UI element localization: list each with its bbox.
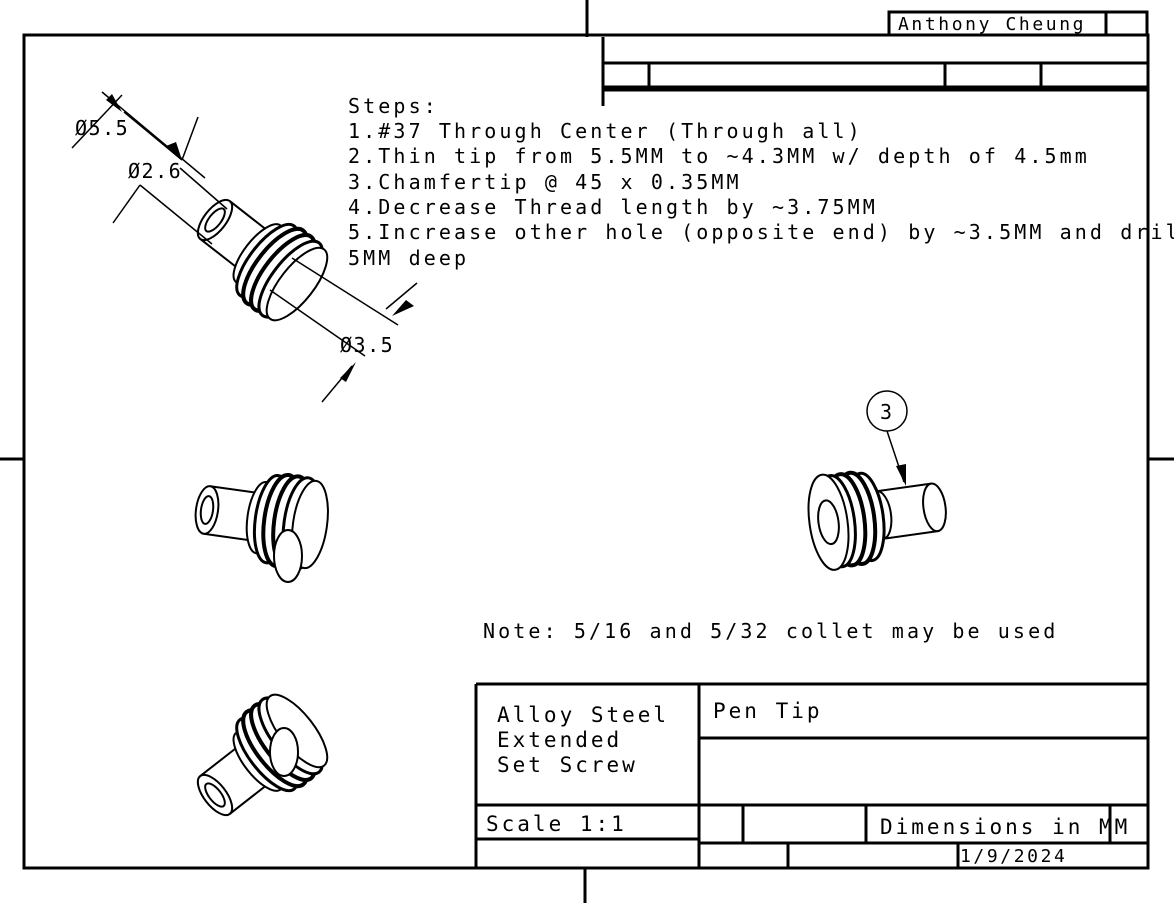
step-line: 4.Decrease Thread length by ~3.75MM <box>348 195 878 219</box>
isometric-view-bottom <box>176 682 341 841</box>
part-name: Pen Tip <box>713 699 823 723</box>
dimension-arrows <box>106 94 414 382</box>
steps-heading: Steps: <box>348 94 439 118</box>
dimension-lines <box>71 91 418 403</box>
material-line: Alloy Steel <box>497 703 669 727</box>
bottom-title-block <box>474 682 1148 868</box>
author-name: Anthony Cheung <box>898 14 1086 35</box>
top-title-block <box>601 10 1149 106</box>
item-balloon <box>866 390 908 486</box>
step-line: 2.Thin tip from 5.5MM to ~4.3MM w/ depth… <box>348 144 1090 168</box>
isometric-view-face <box>801 456 955 575</box>
scale-label: Scale 1:1 <box>486 812 627 836</box>
dimension-outer-diameter: Ø5.5 <box>75 116 129 140</box>
dimension-inner-diameter: Ø2.6 <box>128 159 182 183</box>
steps-note: Steps: 1.#37 Through Center (Through all… <box>348 94 1174 270</box>
step-line: 5.Increase other hole (opposite end) by … <box>348 220 1174 244</box>
balloon-number: 3 <box>880 400 894 424</box>
collet-note: Note: 5/16 and 5/32 collet may be used <box>483 619 1058 643</box>
step-line: 5MM deep <box>348 246 469 270</box>
isometric-view-dimensioned <box>176 174 341 333</box>
step-line: 1.#37 Through Center (Through all) <box>348 119 863 143</box>
isometric-view-side <box>187 460 336 583</box>
dimension-shank-diameter: Ø3.5 <box>340 333 394 357</box>
step-line: 3.Chamfertip @ 45 x 0.35MM <box>348 170 742 194</box>
units-label: Dimensions in MM <box>880 815 1130 839</box>
material-line: Set Screw <box>497 753 638 777</box>
material-line: Extended <box>497 728 622 752</box>
date-label: 1/9/2024 <box>960 846 1068 867</box>
